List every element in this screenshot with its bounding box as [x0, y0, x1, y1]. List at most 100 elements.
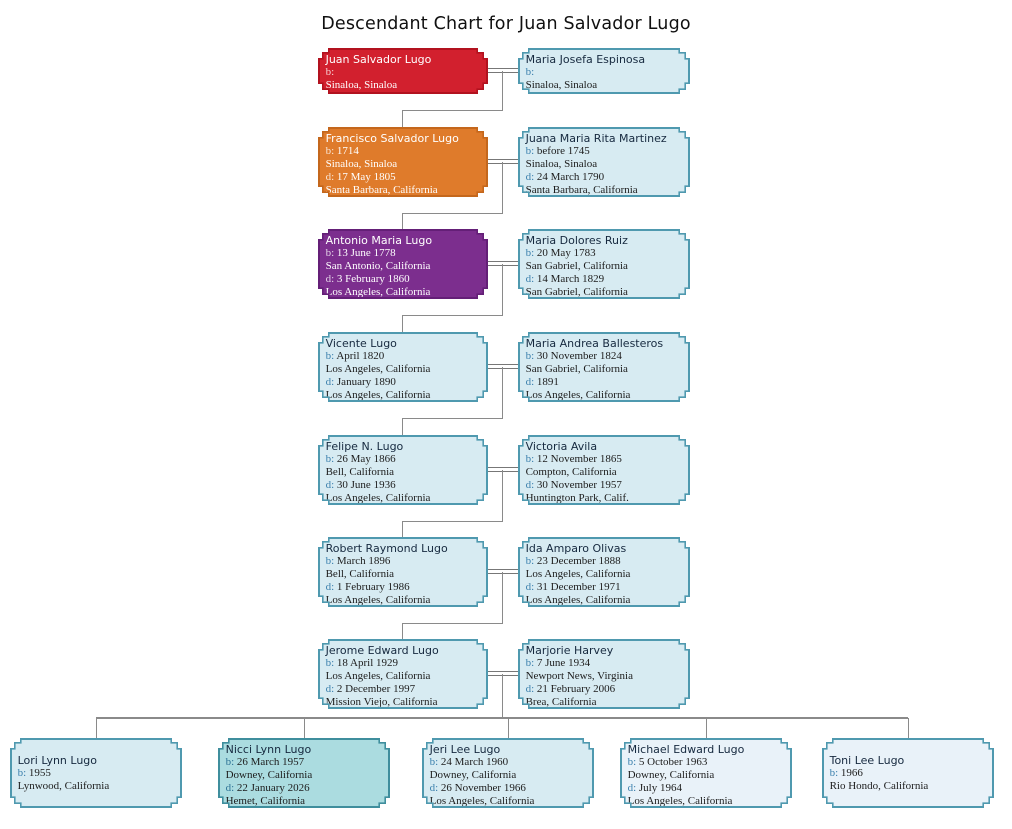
death-place: Hemet, California	[225, 794, 306, 807]
person-name: Juana Maria Rita Martinez	[525, 131, 667, 145]
birth-date: April 1820	[336, 349, 385, 362]
birth-place: Los Angeles, California	[325, 669, 431, 682]
person-box-fill: Maria Josefa Espinosa b: Sinaloa, Sinalo…	[520, 50, 689, 93]
birth-place: San Gabriel, California	[525, 362, 628, 375]
person-box-maria-dolores-ruiz[interactable]: Maria Dolores Ruiz b: 20 May 1783 San Ga…	[518, 229, 690, 299]
person-box-maria-josefa-espinosa[interactable]: Maria Josefa Espinosa b: Sinaloa, Sinalo…	[518, 48, 690, 94]
birth-place: Compton, California	[525, 465, 617, 478]
birth-date: 1966	[840, 767, 863, 779]
person-box-jerome-edward-lugo[interactable]: Jerome Edward Lugo b: 18 April 1929 Los …	[318, 639, 488, 709]
person-box-maria-andrea-ballesteros[interactable]: Maria Andrea Ballesteros b: 30 November …	[518, 332, 690, 402]
person-box-juan-salvador-lugo[interactable]: Juan Salvador Lugo b: Sinaloa, Sinaloa	[318, 48, 488, 94]
parent-child-connector	[502, 264, 503, 315]
birth-prefix: b:	[525, 144, 535, 157]
birth-prefix: b:	[325, 144, 335, 157]
person-box-marjorie-harvey[interactable]: Marjorie Harvey b: 7 June 1934 Newport N…	[518, 639, 690, 709]
person-box-vicente-lugo[interactable]: Vicente Lugo b: April 1820 Los Angeles, …	[318, 332, 488, 402]
birth-prefix: b:	[325, 349, 335, 362]
parent-child-connector	[402, 418, 503, 419]
birth-place: Downey, California	[429, 768, 517, 781]
person-name: Vicente Lugo	[325, 336, 397, 350]
death-prefix: d:	[225, 781, 235, 794]
birth-date: 26 March 1957	[236, 755, 305, 768]
person-box-fill: Vicente Lugo b: April 1820 Los Angeles, …	[320, 334, 487, 401]
death-prefix: d:	[325, 682, 335, 695]
person-box-victoria-avila[interactable]: Victoria Avila b: 12 November 1865 Compt…	[518, 435, 690, 505]
person-box-toni-lee-lugo[interactable]: Toni Lee Lugo b: 1966 Rio Hondo, Califor…	[822, 738, 994, 808]
birth-prefix: b:	[829, 767, 839, 779]
death-date: 31 December 1971	[536, 580, 621, 593]
birth-place: Downey, California	[225, 768, 313, 781]
birth-prefix: b:	[429, 755, 439, 768]
birth-date: 5 October 1963	[638, 755, 708, 768]
birth-date: 1955	[28, 767, 51, 779]
death-date: 1 February 1986	[336, 580, 410, 593]
person-box-francisco-salvador-lugo[interactable]: Francisco Salvador Lugo b: 1714 Sinaloa,…	[318, 127, 488, 197]
parent-child-connector	[402, 521, 503, 522]
person-box-fill: Robert Raymond Lugo b: March 1896 Bell, …	[320, 539, 487, 606]
person-box-fill: Jerome Edward Lugo b: 18 April 1929 Los …	[320, 641, 487, 708]
death-prefix: d:	[525, 170, 535, 183]
parent-child-connector	[502, 71, 503, 110]
person-name: Michael Edward Lugo	[627, 742, 745, 756]
death-date: January 1890	[336, 375, 396, 388]
person-box-fill: Maria Andrea Ballesteros b: 30 November …	[520, 334, 689, 401]
birth-date: 1714	[336, 144, 359, 157]
person-box-ida-amparo-olivas[interactable]: Ida Amparo Olivas b: 23 December 1888 Lo…	[518, 537, 690, 607]
birth-prefix: b:	[325, 65, 335, 78]
marriage-line	[486, 364, 520, 369]
death-date: 21 February 2006	[536, 682, 616, 695]
birth-date: before 1745	[536, 144, 590, 157]
birth-prefix: b:	[525, 349, 535, 362]
birth-place: San Antonio, California	[325, 259, 431, 272]
birth-prefix: b:	[525, 656, 535, 669]
birth-place: Los Angeles, California	[325, 362, 431, 375]
person-name: Jerome Edward Lugo	[325, 643, 439, 657]
birth-place: Bell, California	[325, 567, 395, 580]
death-prefix: d:	[325, 478, 335, 491]
death-date: 30 June 1936	[336, 478, 396, 491]
person-name: Juan Salvador Lugo	[325, 52, 432, 66]
parent-child-connector	[402, 623, 403, 639]
death-prefix: d:	[325, 170, 335, 183]
person-box-fill: Michael Edward Lugo b: 5 October 1963 Do…	[622, 740, 791, 807]
birth-prefix: b:	[627, 755, 637, 768]
birth-place: Sinaloa, Sinaloa	[325, 157, 398, 170]
person-box-fill: Maria Dolores Ruiz b: 20 May 1783 San Ga…	[520, 231, 689, 298]
death-place: Mission Viejo, California	[325, 695, 438, 708]
child-drop-line	[908, 718, 909, 738]
person-box-fill: Ida Amparo Olivas b: 23 December 1888 Lo…	[520, 539, 689, 606]
death-place: Santa Barbara, California	[325, 183, 438, 196]
death-prefix: d:	[525, 375, 535, 388]
person-name: Maria Dolores Ruiz	[525, 233, 628, 247]
marriage-line	[486, 261, 520, 266]
person-box-antonio-maria-lugo[interactable]: Antonio Maria Lugo b: 13 June 1778 San A…	[318, 229, 488, 299]
child-drop-line	[508, 718, 509, 738]
parent-child-connector	[402, 418, 403, 435]
person-name: Antonio Maria Lugo	[325, 233, 433, 247]
person-box-fill: Felipe N. Lugo b: 26 May 1866 Bell, Cali…	[320, 437, 487, 504]
birth-prefix: b:	[325, 246, 335, 259]
marriage-line	[486, 569, 520, 574]
person-box-jeri-lee-lugo[interactable]: Jeri Lee Lugo b: 24 March 1960 Downey, C…	[422, 738, 594, 808]
death-place: Los Angeles, California	[325, 285, 431, 298]
child-drop-line	[706, 718, 707, 738]
death-prefix: d:	[525, 682, 535, 695]
person-box-robert-raymond-lugo[interactable]: Robert Raymond Lugo b: March 1896 Bell, …	[318, 537, 488, 607]
person-box-juana-maria-rita-martinez[interactable]: Juana Maria Rita Martinez b: before 1745…	[518, 127, 690, 197]
person-box-felipe-n-lugo[interactable]: Felipe N. Lugo b: 26 May 1866 Bell, Cali…	[318, 435, 488, 505]
death-prefix: d:	[429, 781, 439, 794]
death-prefix: d:	[325, 375, 335, 388]
parent-child-connector	[502, 470, 503, 521]
death-prefix: d:	[325, 580, 335, 593]
person-box-michael-edward-lugo[interactable]: Michael Edward Lugo b: 5 October 1963 Do…	[620, 738, 792, 808]
birth-place: Sinaloa, Sinaloa	[525, 157, 598, 170]
parent-child-connector	[502, 162, 503, 213]
death-date: 14 March 1829	[536, 272, 605, 285]
person-box-fill: Antonio Maria Lugo b: 13 June 1778 San A…	[320, 231, 487, 298]
person-box-lori-lynn-lugo[interactable]: Lori Lynn Lugo b: 1955 Lynwood, Californ…	[10, 738, 182, 808]
person-box-fill: Marjorie Harvey b: 7 June 1934 Newport N…	[520, 641, 689, 708]
birth-date: 13 June 1778	[336, 246, 396, 259]
parent-child-connector	[502, 572, 503, 623]
person-box-nicci-lynn-lugo[interactable]: Nicci Lynn Lugo b: 26 March 1957 Downey,…	[218, 738, 390, 808]
